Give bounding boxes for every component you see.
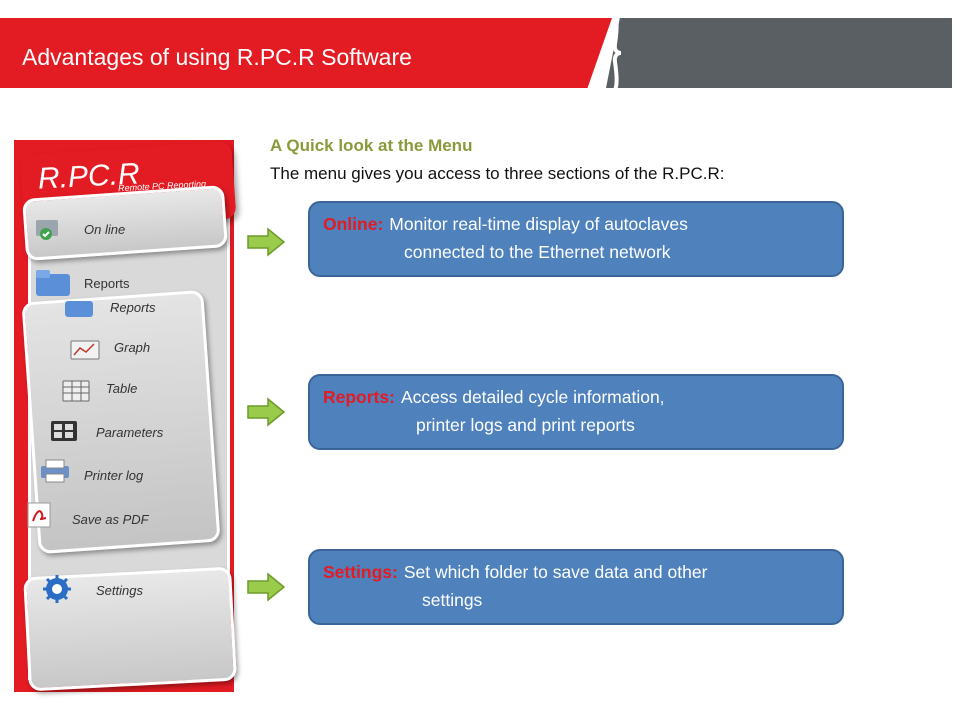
- callout-settings: Settings:Set which folder to save data a…: [308, 549, 844, 625]
- callout-settings-text: Set which folder to save data and other: [403, 562, 708, 582]
- callout-online: Online:Monitor real-time display of auto…: [308, 201, 844, 277]
- folder-icon: [65, 301, 93, 317]
- intro-heading: A Quick look at the Menu: [270, 136, 473, 155]
- folder-icon: [36, 270, 70, 296]
- callout-online-text: Monitor real-time display of autoclaves: [389, 214, 688, 234]
- callout-reports-key: Reports:: [323, 387, 395, 407]
- callout-reports-text: Access detailed cycle information,: [400, 387, 665, 407]
- printer-icon: [41, 459, 69, 483]
- page-title: Advantages of using R.PC.R Software: [22, 44, 412, 70]
- arrow-right-icon: [247, 227, 286, 257]
- header-banner-red: [0, 18, 612, 88]
- menu-item-label: Reports: [110, 300, 156, 315]
- menu-item-label: Graph: [114, 340, 151, 355]
- parameters-icon: [51, 421, 77, 441]
- callout-online-key: Online:: [323, 214, 384, 234]
- brace-icon: [608, 10, 622, 96]
- intro-subtitle: The menu gives you access to three secti…: [270, 164, 725, 183]
- menu-item-label: Printer log: [84, 468, 144, 483]
- callout-reports: Reports:Access detailed cycle informatio…: [308, 374, 844, 450]
- menu-item-label: Save as PDF: [72, 512, 149, 527]
- graph-icon: [70, 340, 100, 360]
- callout-settings-line2: settings: [422, 590, 483, 610]
- pdf-icon: [27, 502, 51, 528]
- arrow-right-icon: [247, 572, 286, 602]
- callout-online-line2: connected to the Ethernet network: [404, 242, 671, 262]
- menu-item-label: Table: [106, 381, 138, 396]
- callout-settings-key: Settings:: [323, 562, 398, 582]
- menu-item-label: On line: [84, 222, 126, 237]
- menu-item-label: Settings: [96, 583, 143, 598]
- callout-settings-line1: Settings:Set which folder to save data a…: [323, 562, 707, 583]
- arrow-right-icon: [247, 397, 286, 427]
- online-icon: [36, 220, 58, 240]
- callout-online-line1: Online:Monitor real-time display of auto…: [323, 214, 688, 235]
- menu-item-label: Parameters: [96, 425, 164, 440]
- table-icon: [62, 380, 90, 402]
- callout-reports-line1: Reports:Access detailed cycle informatio…: [323, 387, 665, 408]
- settings-icon: [43, 575, 71, 603]
- menu-item-label: Reports: [84, 276, 130, 291]
- header-banner-gray: [606, 18, 952, 88]
- callout-reports-line2: printer logs and print reports: [416, 415, 635, 435]
